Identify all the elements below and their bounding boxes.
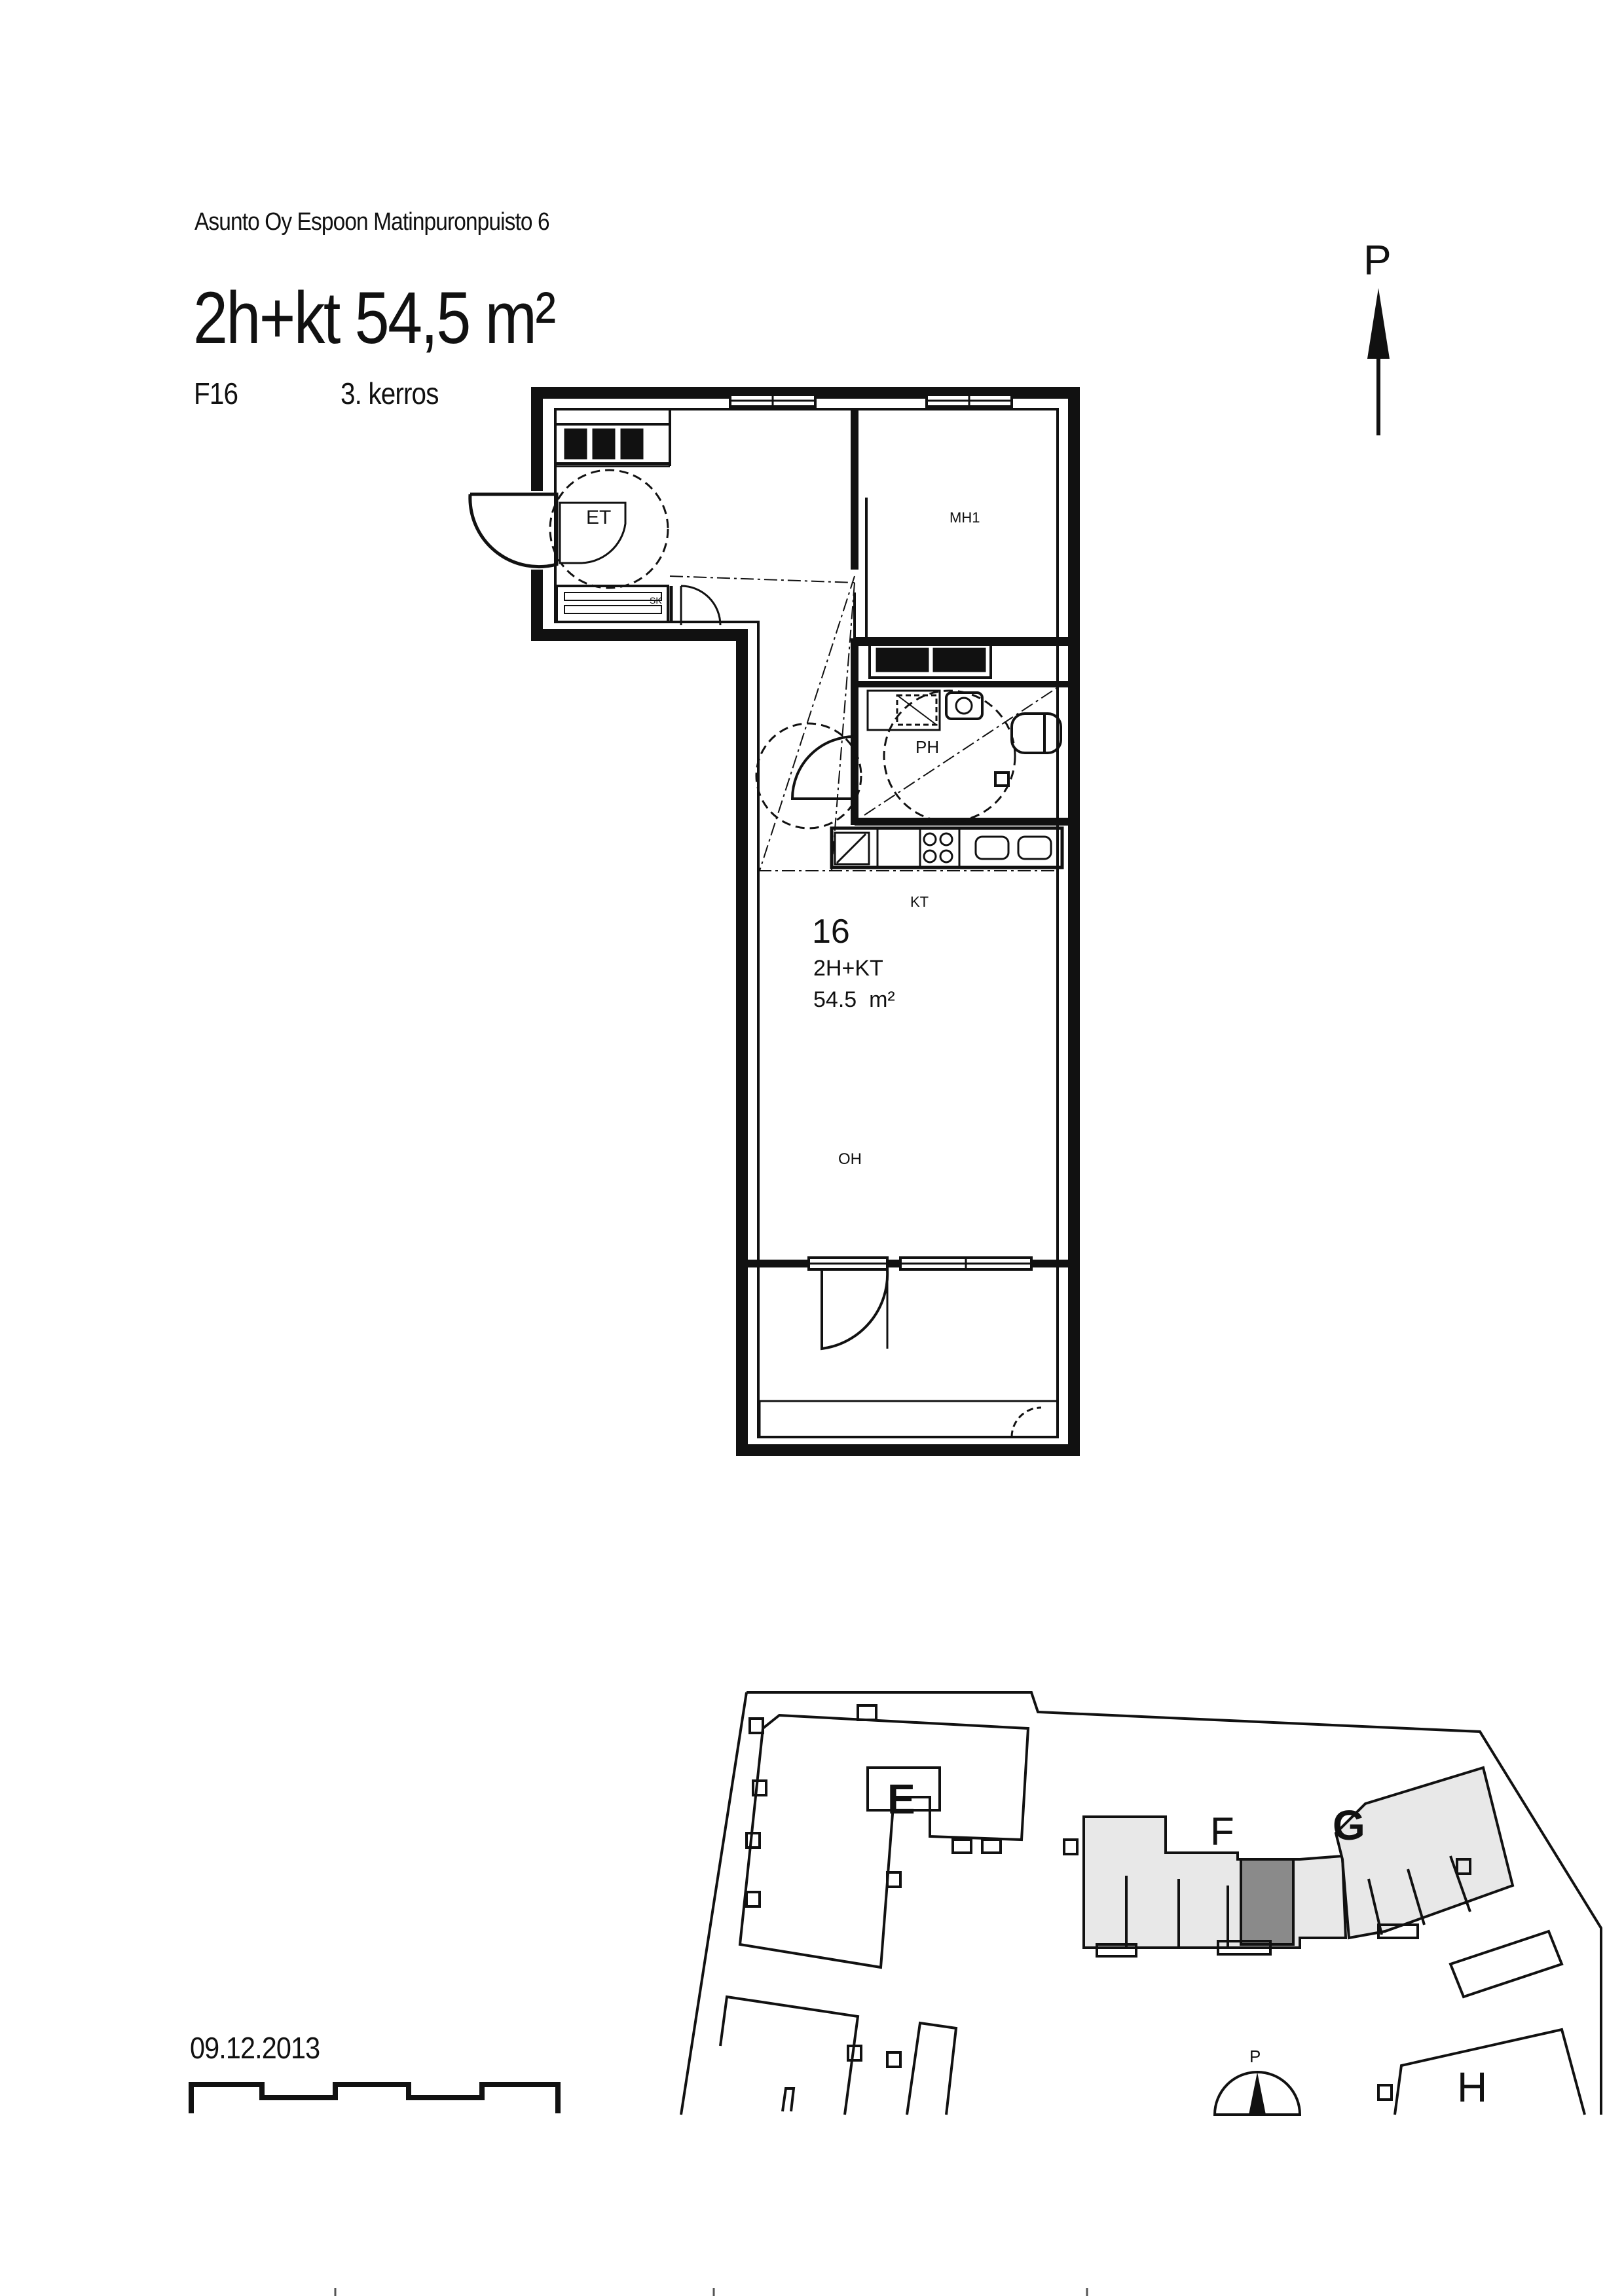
- highlighted-unit: [1240, 1858, 1295, 1946]
- apartment-type-label: 2H+KT: [813, 956, 883, 981]
- apartment-number: 16: [812, 913, 850, 951]
- site-labels: E F G H P: [887, 1776, 1487, 2111]
- north-arrow-icon: [1367, 288, 1390, 435]
- room-label-kitchen: KT: [910, 894, 929, 910]
- building-label-H: H: [1457, 2064, 1487, 2111]
- room-label-bathroom: PH: [915, 737, 939, 757]
- building-label-F: F: [1210, 1810, 1234, 1853]
- scale-bar: [189, 2082, 561, 2113]
- building-label-G: G: [1333, 1802, 1365, 1849]
- room-labels: ET MH1 SK PH KT OH 16 2H+KT 54.5 m²: [586, 507, 980, 1168]
- room-label-bedroom: MH1: [950, 509, 980, 526]
- room-label-living: OH: [838, 1150, 862, 1168]
- apartment-area-label: 54.5 m²: [813, 987, 895, 1012]
- apartment-floorplan: [468, 387, 1080, 1456]
- page-ticks: [334, 2288, 1088, 2296]
- site-north-label: P: [1249, 2047, 1261, 2066]
- site-map: [680, 1691, 1602, 2116]
- room-label-closet: SK: [650, 595, 662, 606]
- building-label-E: E: [887, 1776, 915, 1823]
- room-label-entry: ET: [586, 507, 611, 528]
